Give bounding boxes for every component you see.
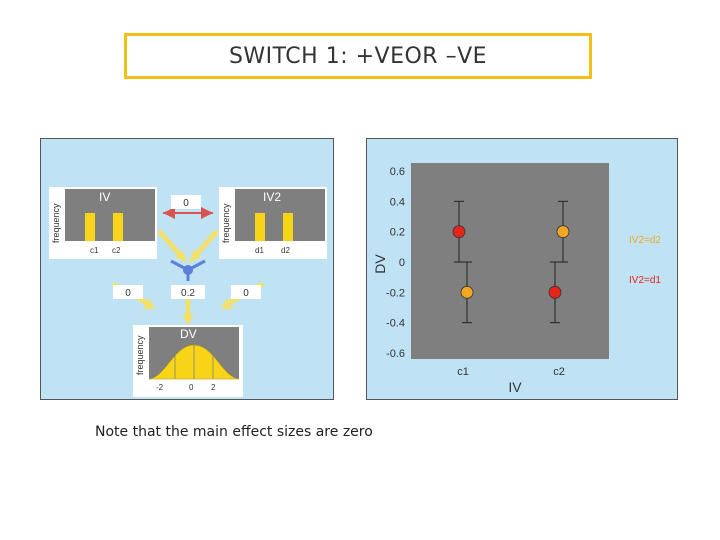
yellow-arrowhead-iv2-node <box>189 250 201 263</box>
data-point <box>556 225 570 239</box>
y-tick-label: 0.6 <box>390 166 405 178</box>
weight-box-left <box>113 285 143 299</box>
weight-box-top <box>171 195 201 209</box>
dv-tick-neg2: -2 <box>156 383 164 392</box>
yellow-arrowhead-iv-node <box>175 250 187 263</box>
diagram-panel: IV c1 c2 frequency IV2 d1 d2 frequency 0 <box>40 138 334 400</box>
yellow-arrow-iv2-node <box>194 229 219 257</box>
note-text: Note that the main effect sizes are zero <box>95 424 373 440</box>
slide-title: SWITCH 1: +VEOR –VE <box>228 43 488 69</box>
y-tick-label: -0.2 <box>386 287 405 299</box>
dv-histogram-label: DV <box>180 327 197 341</box>
iv2-histogram-plot <box>235 189 325 241</box>
iv2-tick-d2: d2 <box>281 246 290 255</box>
iv2-tick-d1: d1 <box>255 246 264 255</box>
y-tick-label: -0.6 <box>386 348 405 360</box>
iv-bar-c1 <box>85 213 95 241</box>
iv2-bar-d2 <box>283 213 293 241</box>
yellow-arrowhead-center <box>182 315 194 325</box>
chart-svg: DV IV 0.6 0.4 0.2 0 -0.2 -0.4 -0.6 c1 c2 <box>372 163 609 395</box>
y-tick-label: 0.4 <box>390 196 405 208</box>
iv-tick-c1: c1 <box>90 246 99 255</box>
iv-histogram-label: IV <box>99 190 110 204</box>
chart-panel: DV IV 0.6 0.4 0.2 0 -0.2 -0.4 -0.6 c1 c2 IV2=d2… <box>366 138 678 400</box>
x-tick-label: c1 <box>457 366 469 378</box>
weight-box-right <box>231 285 261 299</box>
y-tick-label: -0.4 <box>386 318 405 330</box>
iv-histogram-plot <box>65 189 155 241</box>
weight-top-value: 0 <box>183 198 189 209</box>
data-point <box>452 225 466 239</box>
diagram-svg: IV c1 c2 frequency IV2 d1 d2 frequency 0 <box>49 187 327 397</box>
dv-tick-0: 0 <box>189 383 194 392</box>
dv-tick-2: 2 <box>211 383 216 392</box>
iv2-bar-d1 <box>255 213 265 241</box>
iv2-histogram-label: IV2 <box>263 190 281 204</box>
interaction-node <box>183 265 193 275</box>
weight-center-value: 0.2 <box>181 288 195 299</box>
yellow-arrowhead-right <box>221 298 233 309</box>
iv2-freq-axis-label: frequency <box>221 203 231 243</box>
slide-title-box: SWITCH 1: +VEOR –VE <box>124 33 592 79</box>
x-ticks: c1 c2 <box>457 366 565 378</box>
dv-freq-axis-label: frequency <box>135 335 145 375</box>
legend-iv2-d2: IV2=d2 <box>629 235 661 246</box>
data-point <box>460 285 474 299</box>
plot-area <box>411 163 609 359</box>
weight-right-value: 0 <box>243 288 249 299</box>
y-tick-label: 0 <box>399 257 405 269</box>
legend-iv2-d1: IV2=d1 <box>629 275 661 286</box>
y-tick-label: 0.2 <box>390 227 405 239</box>
x-axis-label: IV <box>508 379 522 395</box>
yellow-arrow-iv-node <box>157 229 182 257</box>
iv-freq-axis-label: frequency <box>51 203 61 243</box>
data-point <box>548 285 562 299</box>
weight-box-center <box>171 285 205 299</box>
iv-tick-c2: c2 <box>112 246 121 255</box>
x-tick-label: c2 <box>553 366 565 378</box>
y-ticks: 0.6 0.4 0.2 0 -0.2 -0.4 -0.6 <box>386 166 405 360</box>
iv-bar-c2 <box>113 213 123 241</box>
y-axis-label: DV <box>372 254 388 274</box>
data-marks <box>452 200 570 324</box>
weight-left-value: 0 <box>125 288 131 299</box>
yellow-arrowhead-left <box>143 298 155 309</box>
